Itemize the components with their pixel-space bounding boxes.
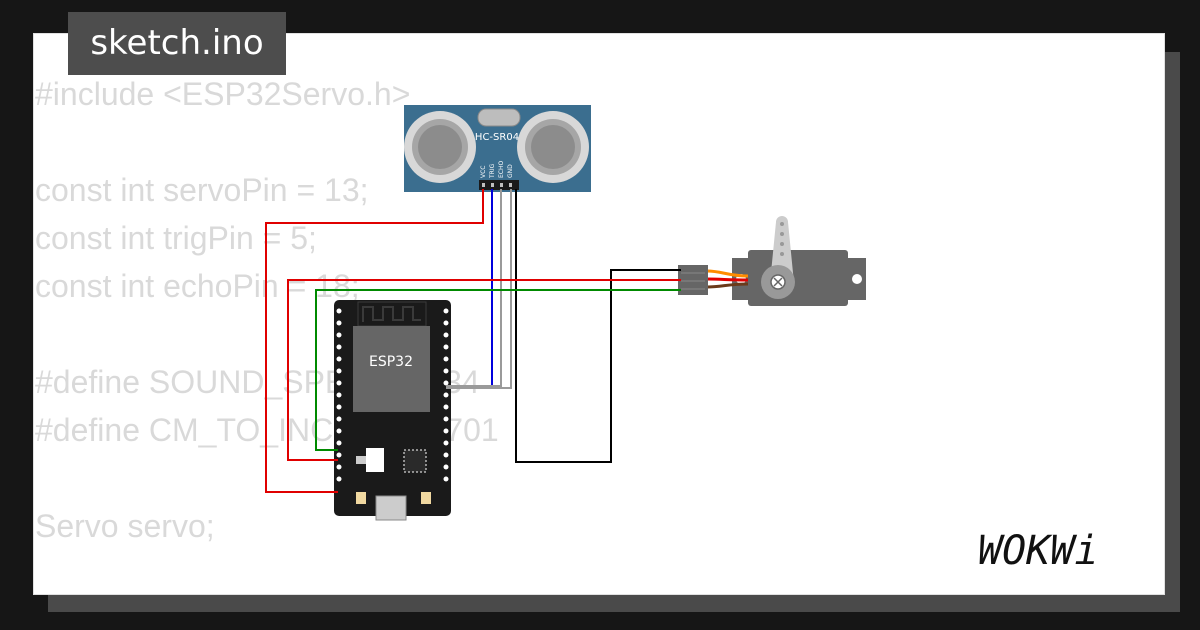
esp32-module [353,326,430,412]
sensor-header [479,180,519,190]
pin-label-echo: ECHO [498,161,505,178]
wire-echo-2 [446,189,512,389]
code-line: Servo servo; [35,508,215,544]
voltage-regulator [366,448,384,472]
usb-serial-chip [403,449,427,473]
pin-label-trig: TRIG [489,163,496,179]
led-left [356,492,366,504]
transducer-right [517,111,589,183]
mount-hole-right [852,274,862,284]
wire-trig [446,189,493,387]
sensor-pins [482,183,512,187]
antenna-trace [362,306,421,322]
servo-cable [706,269,749,289]
screw-cross-icon [773,277,783,287]
esp32-board[interactable]: ESP32 [334,300,451,521]
usb-port [375,495,407,521]
servo-connector [678,265,708,295]
wires [265,189,681,493]
connector-slots [681,272,705,290]
code-line: const int servoPin = 13; [35,172,369,208]
wire-servo-power [287,279,681,461]
code-line: #include <ESP32Servo.h> [35,76,411,112]
regulator-tab [356,456,366,464]
sensor-pin-labels: VCC TRIG ECHO GND [480,161,514,179]
header-pins-left [336,308,342,482]
wire-echo [446,189,502,387]
esp32-label: ESP32 [369,354,413,370]
project-card [33,33,1165,595]
sensor-label: HC-SR04 [475,132,519,143]
ultrasonic-sensor[interactable]: HC-SR04 VCC TRIG ECHO GND [404,105,591,192]
logo-text: WOKWi [978,528,1098,574]
header-pins-right [443,308,449,482]
transducer-left [404,111,476,183]
wokwi-logo[interactable]: WOKWi [978,524,1148,576]
pin-label-gnd: GND [507,164,514,178]
servo-motor[interactable] [678,216,866,306]
file-tab-label: sketch.ino [90,23,264,63]
crystal [477,108,521,127]
wire-servo-signal [315,289,681,451]
code-line: const int trigPin = 5; [35,220,317,256]
file-tab[interactable]: sketch.ino [68,12,286,75]
wire-vcc [265,189,484,493]
wire-gnd [515,189,681,463]
led-right [421,492,431,504]
pin-label-vcc: VCC [480,166,487,178]
code-line: const int echoPin = 18; [35,268,360,304]
horn-holes [780,222,784,256]
